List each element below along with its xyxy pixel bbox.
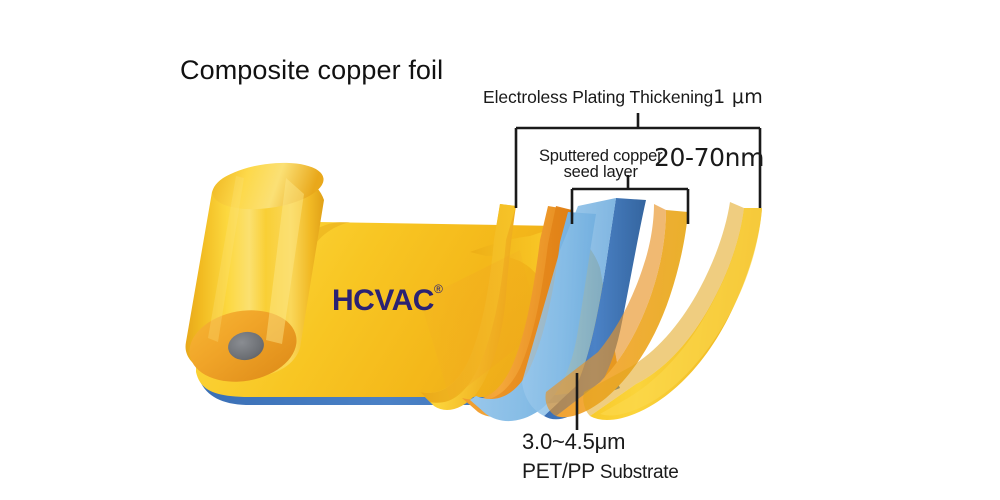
layer-pet-substrate-edge [544, 198, 646, 420]
layer-seed-right-shadow [545, 204, 666, 416]
bracket-sputtered [570, 175, 690, 224]
label-substrate-material: PET/PP [522, 460, 595, 483]
value-electroless-thickness: 1 μm [713, 86, 764, 108]
label-sputtered-seed-layer: Sputtered copper seed layer [539, 147, 663, 182]
roll-highlight [266, 178, 304, 344]
layer-right-rim [600, 208, 762, 416]
value-seed-layer-thickness: 20-70nm [654, 143, 765, 172]
bracket-electroless [514, 113, 762, 208]
brand-logo: HCVAC ® [332, 282, 443, 317]
peeled-layer-stack [420, 198, 762, 422]
leader-lines [514, 113, 762, 430]
brand-trademark-symbol: ® [434, 282, 443, 296]
label-electroless-plating-text: Electroless Plating Thickening [483, 87, 714, 107]
label-sputtered-seed-layer-line2: seed layer [563, 163, 638, 182]
label-electroless-plating: Electroless Plating Thickening1 μm [483, 86, 764, 108]
label-substrate-word: Substrate [594, 462, 679, 483]
value-substrate-thickness: 3.0~4.5μm [522, 429, 626, 454]
brand-logo-text: HCVAC [332, 284, 434, 317]
label-sputtered-seed-layer-line1: Sputtered copper [539, 147, 663, 165]
roll-top-cap [212, 162, 324, 210]
label-substrate: PET/PP Substrate [522, 460, 679, 483]
layer-blend-band [420, 250, 540, 400]
foil-roll [185, 162, 324, 382]
layer-seed-left-edge [470, 206, 572, 411]
page-title: Composite copper foil [180, 55, 444, 85]
roll-core-hole [228, 331, 264, 361]
roll-highlight-2 [208, 176, 244, 342]
layer-electroless-outer-right-edge [583, 202, 744, 416]
layer-pet-substrate-face-right [522, 198, 616, 416]
